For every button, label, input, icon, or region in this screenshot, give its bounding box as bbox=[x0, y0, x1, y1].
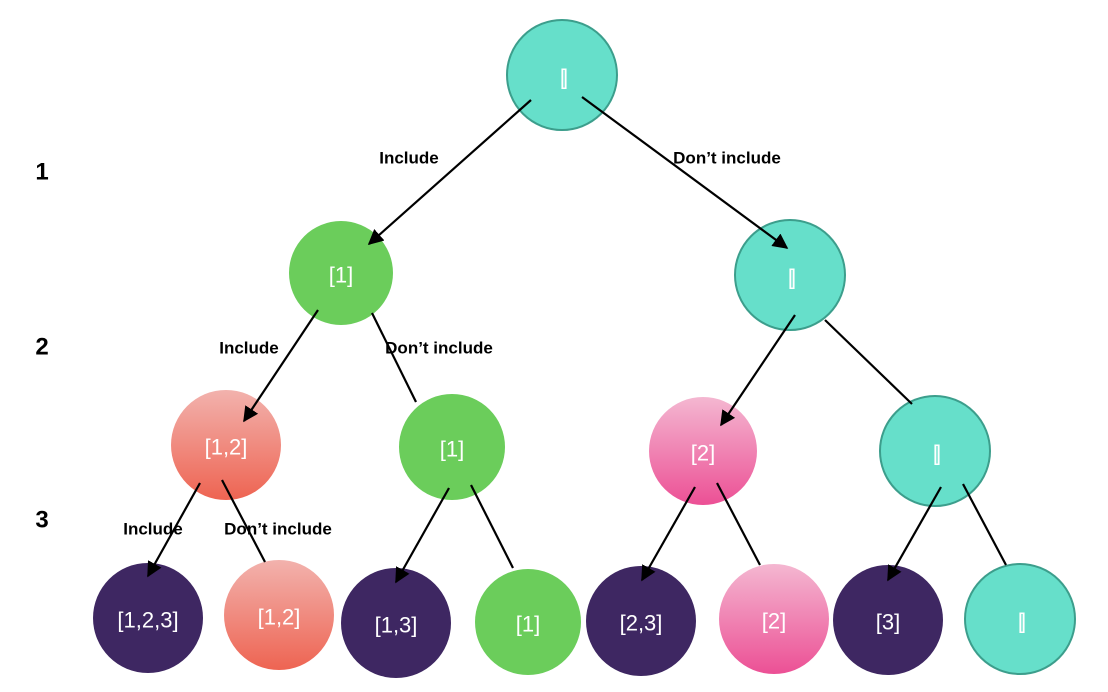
node-label: [2,3] bbox=[620, 611, 663, 636]
edge-label-include: Include bbox=[379, 149, 439, 168]
node-root: [] bbox=[506, 19, 618, 131]
node-label: [1] bbox=[516, 612, 540, 637]
node-label: [3] bbox=[876, 610, 900, 635]
node-l2-d: [] bbox=[879, 395, 991, 507]
level-number: 1 bbox=[35, 159, 48, 186]
edge-include-arrow bbox=[887, 486, 942, 582]
edge-dont-include bbox=[824, 319, 913, 405]
node-l2-c: [2] bbox=[649, 397, 757, 505]
node-l3-g: [3] bbox=[833, 565, 943, 675]
edge-label-dont-include: Don’t include bbox=[385, 339, 493, 358]
edge-dont-include bbox=[716, 482, 761, 566]
node-l3-b: [1,2] bbox=[224, 560, 334, 670]
node-l3-a: [1,2,3] bbox=[93, 563, 203, 673]
node-label: [1,3] bbox=[375, 613, 418, 638]
node-l3-f: [2] bbox=[719, 564, 829, 674]
edge-label-dont-include: Don’t include bbox=[673, 149, 781, 168]
node-label: [1] bbox=[329, 263, 353, 288]
node-l3-d: [1] bbox=[475, 569, 581, 675]
edge-include-arrow bbox=[720, 314, 796, 427]
node-l3-e: [2,3] bbox=[586, 566, 696, 676]
node-l2-a: [1,2] bbox=[171, 390, 281, 500]
node-l3-c: [1,3] bbox=[341, 568, 451, 678]
node-label: [1,2] bbox=[258, 605, 301, 630]
node-l2-b: [1] bbox=[399, 394, 505, 500]
edge-dont-include bbox=[221, 479, 266, 563]
node-label: [1,2] bbox=[205, 435, 248, 460]
edge-include-arrow bbox=[395, 487, 450, 584]
node-l1-left: [1] bbox=[289, 221, 393, 325]
edge-dont-include bbox=[470, 484, 514, 569]
edge-dont-include-arrow bbox=[581, 96, 789, 249]
node-label: [2] bbox=[762, 609, 786, 634]
edge-label-dont-include: Don’t include bbox=[224, 520, 332, 539]
edge-dont-include bbox=[371, 312, 417, 403]
edge-label-include: Include bbox=[123, 520, 183, 539]
edge-include-arrow bbox=[243, 309, 319, 423]
edge-label-include: Include bbox=[219, 339, 279, 358]
node-l3-h: [] bbox=[964, 563, 1076, 675]
edge-include-arrow bbox=[641, 486, 696, 582]
node-label: [1] bbox=[440, 437, 464, 462]
level-number: 3 bbox=[35, 507, 48, 534]
node-label: [1,2,3] bbox=[117, 608, 178, 633]
node-label: [2] bbox=[691, 441, 715, 466]
node-l1-right: [] bbox=[734, 219, 846, 331]
edge-dont-include bbox=[962, 483, 1007, 566]
edge-include-arrow bbox=[147, 482, 201, 578]
edge-include-arrow bbox=[367, 99, 532, 246]
level-number: 2 bbox=[35, 334, 48, 361]
